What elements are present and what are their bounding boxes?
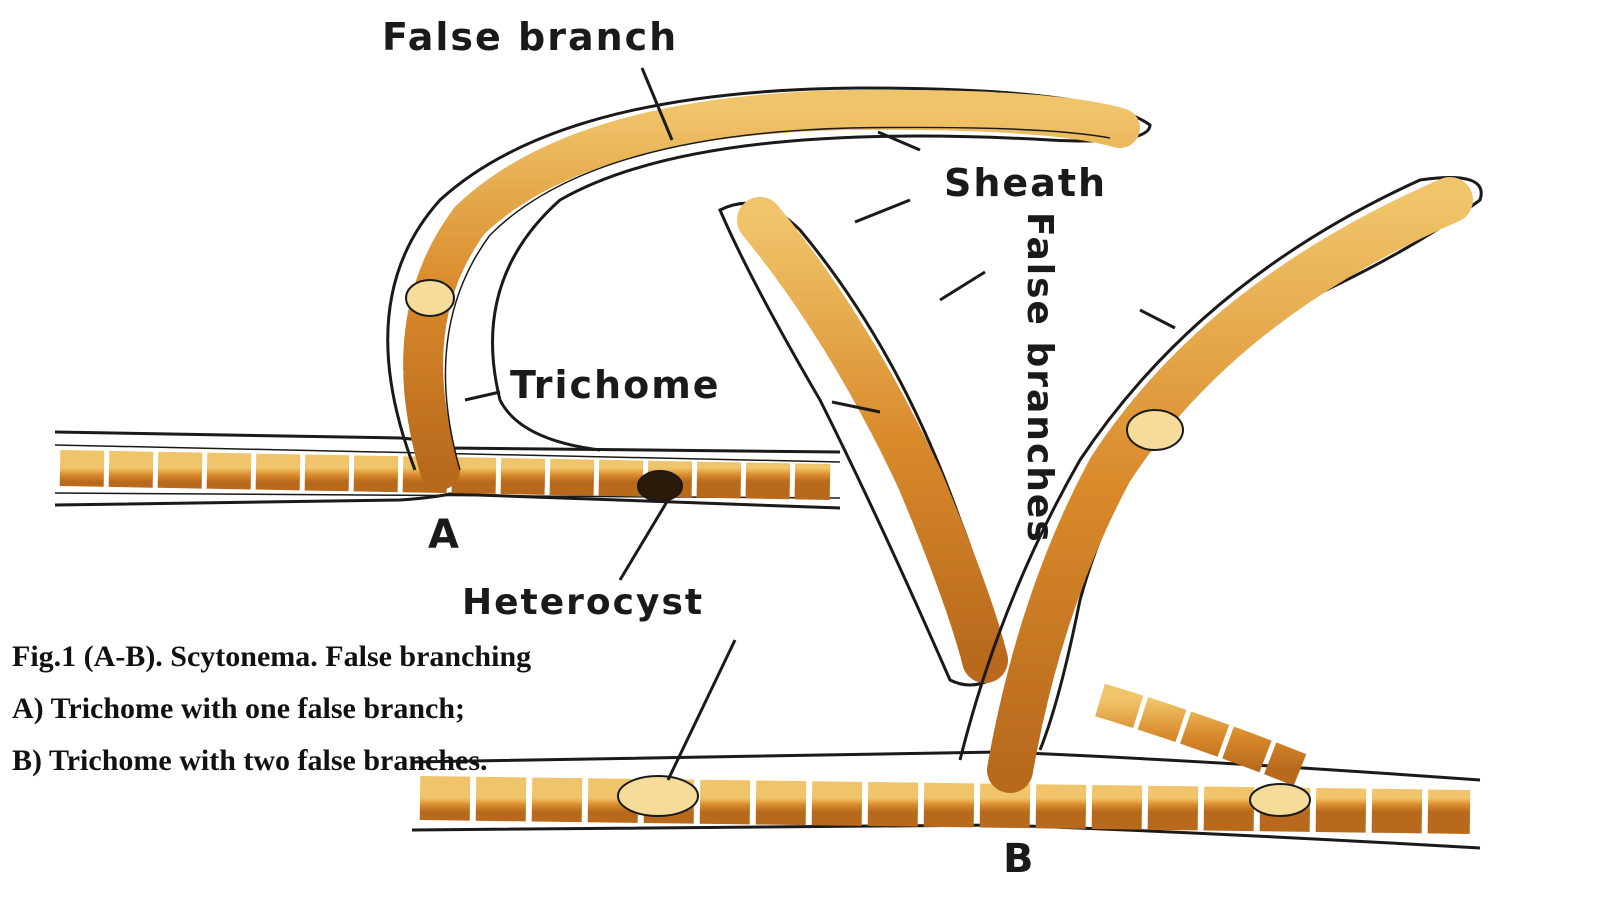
pointer-sheath-b — [854, 198, 911, 224]
heterocyst-cell — [637, 470, 683, 502]
label-sheath: Sheath — [944, 161, 1107, 205]
figure-b — [411, 176, 1483, 850]
heterocyst-cell — [1249, 783, 1311, 817]
label-false-branch: False branch — [382, 15, 678, 59]
pointer-trichome — [464, 390, 501, 402]
pointer-false-branches — [939, 270, 986, 302]
heterocyst-cell — [405, 279, 455, 317]
label-heterocyst: Heterocyst — [462, 582, 704, 623]
pointer-false-branches-2 — [1139, 308, 1176, 330]
heterocyst-cell — [617, 775, 699, 817]
filament-b-main — [411, 750, 1481, 850]
caption-line-2: A) Trichome with one false branch; — [12, 692, 466, 725]
pointer-sheath — [877, 130, 921, 152]
label-trichome: Trichome — [510, 363, 721, 407]
pointer-trichome-b — [831, 400, 881, 414]
heterocyst-cell — [1126, 409, 1184, 451]
caption-line-1: Fig.1 (A-B). Scytonema. False branching — [12, 640, 532, 673]
label-false-branches: False branches — [1019, 212, 1060, 544]
filament-b-left-branch — [718, 197, 1008, 687]
filament-a-branch — [386, 86, 1152, 490]
pointer-heterocyst-a — [618, 499, 670, 581]
caption-line-3: B) Trichome with two false branches. — [12, 744, 488, 777]
filament-b-right-branch — [958, 176, 1483, 793]
figure-a — [54, 67, 1152, 581]
label-panel-b: B — [1003, 836, 1036, 882]
pointer-heterocyst-b — [666, 639, 737, 781]
pointer-false-branch — [640, 67, 674, 141]
label-panel-a: A — [428, 512, 461, 558]
